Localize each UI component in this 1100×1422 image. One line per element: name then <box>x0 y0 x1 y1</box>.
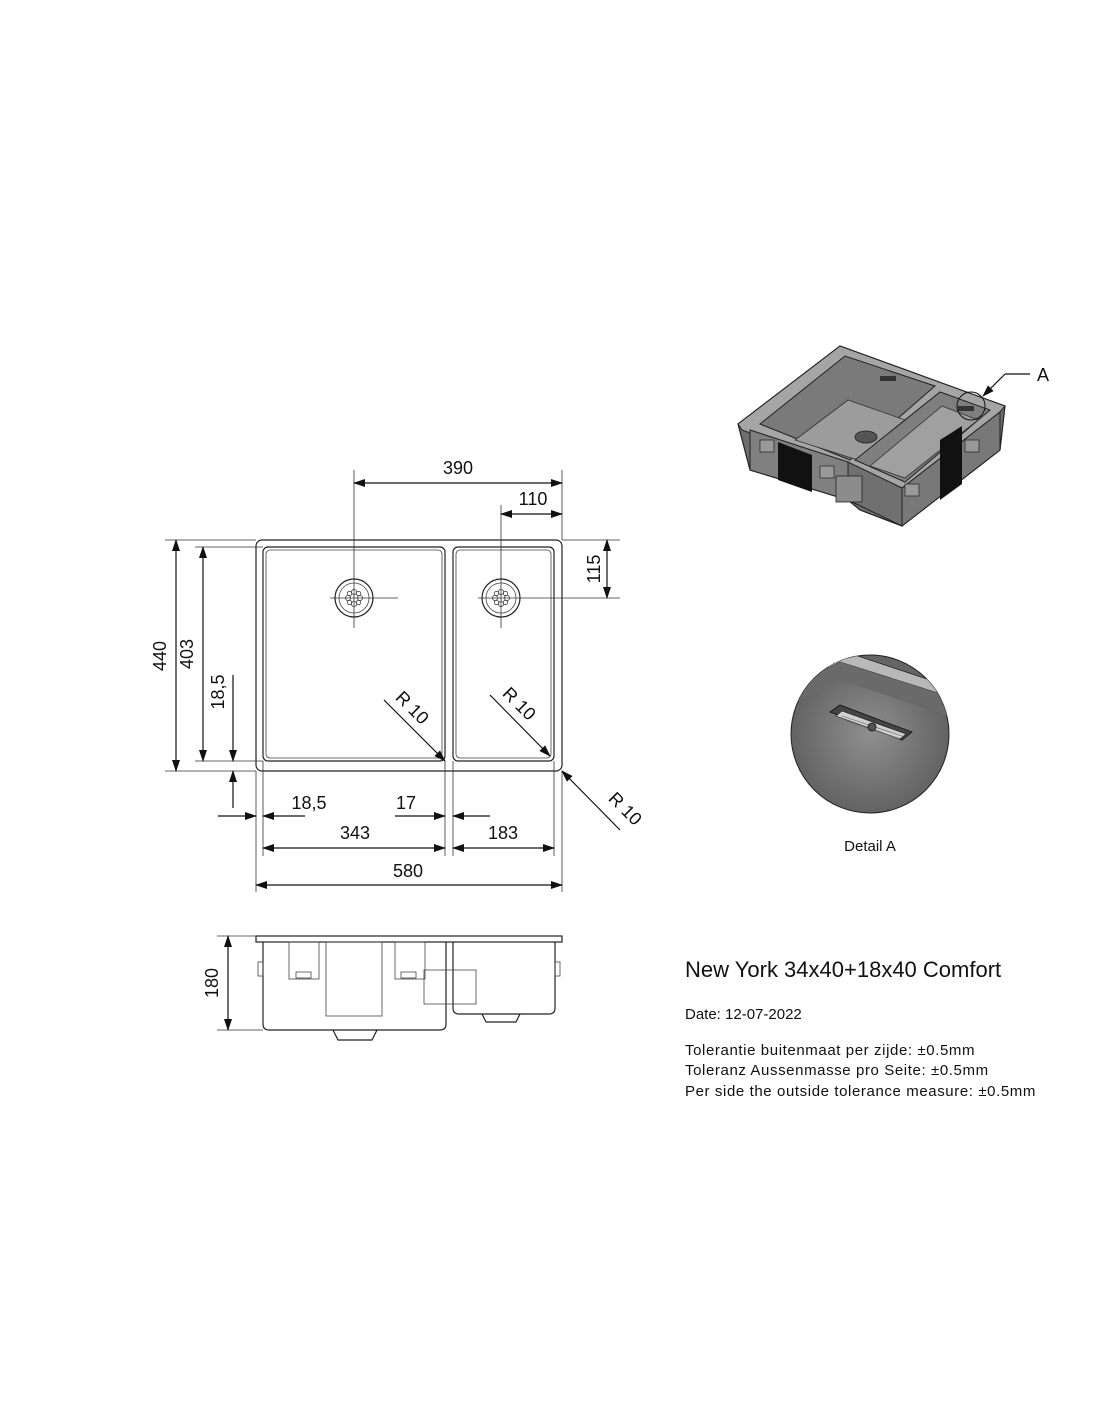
tolerance-english: Per side the outside tolerance measure: … <box>685 1083 1036 1100</box>
radius-right-bowl: R 10 <box>499 683 540 724</box>
radius-left-bowl: R 10 <box>392 687 433 728</box>
tolerance-german: Toleranz Aussenmasse pro Seite: ±0.5mm <box>685 1062 989 1079</box>
dim-440: 440 <box>150 641 170 671</box>
product-title: New York 34x40+18x40 Comfort <box>685 957 1001 982</box>
left-drain-icon <box>330 570 398 628</box>
dim-343: 343 <box>340 823 370 843</box>
tolerance-dutch: Tolerantie buitenmaat per zijde: ±0.5mm <box>685 1042 975 1059</box>
dim-17: 17 <box>396 793 416 813</box>
drawing-date: Date: 12-07-2022 <box>685 1006 802 1023</box>
top-view: 390 110 115 440 403 18,5 18,5 17 343 183… <box>150 458 646 892</box>
right-bowl <box>452 546 555 762</box>
dim-18-5-horizontal: 18,5 <box>291 793 326 813</box>
front-view: 180 <box>202 935 563 1041</box>
dim-110: 110 <box>519 489 548 509</box>
dim-180: 180 <box>202 968 222 998</box>
dim-390: 390 <box>443 458 473 478</box>
dim-18-5-vertical: 18,5 <box>208 674 228 709</box>
radius-outer: R 10 <box>605 788 646 829</box>
sink-outline <box>255 539 563 772</box>
detail-a-view: Detail A <box>790 654 950 855</box>
sink-3d-view: A <box>737 345 1049 528</box>
right-drain-icon <box>478 572 620 628</box>
detail-caption: Detail A <box>844 838 896 855</box>
dim-183: 183 <box>488 823 518 843</box>
detail-callout-label: A <box>1037 365 1049 385</box>
dim-580: 580 <box>393 861 423 881</box>
title-block: New York 34x40+18x40 Comfort Date: 12-07… <box>685 957 1036 1100</box>
dim-403: 403 <box>177 639 197 669</box>
dim-115: 115 <box>584 555 604 584</box>
